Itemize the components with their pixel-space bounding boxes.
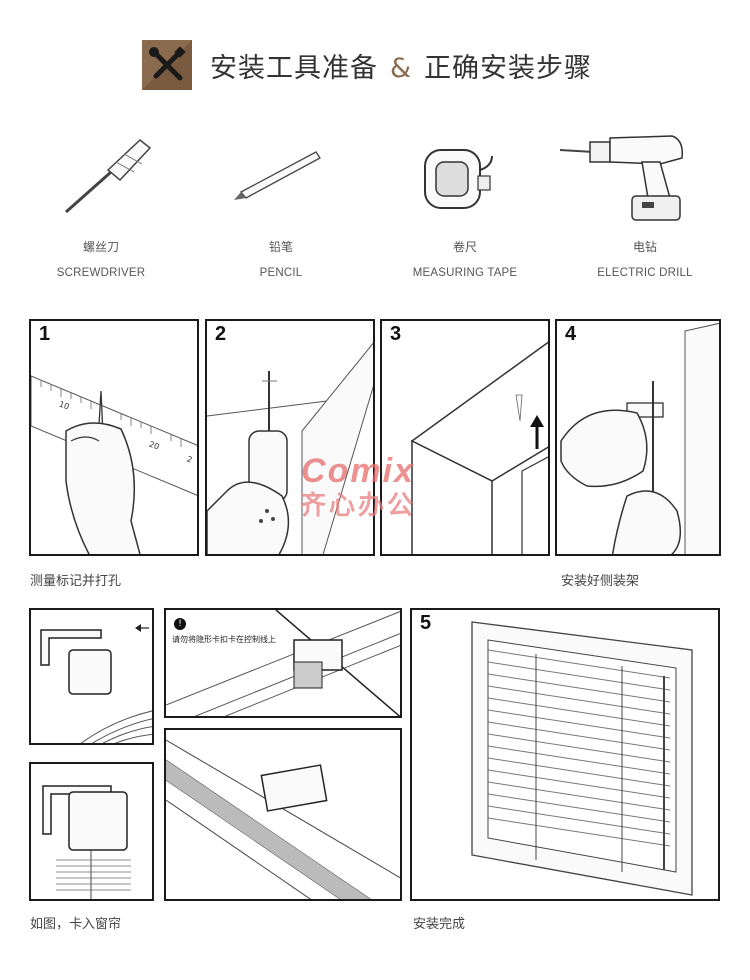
finished-blind-illustration — [471, 621, 693, 896]
step-number: 2 — [215, 323, 227, 345]
watermark-sub: 齐心办公 — [300, 491, 417, 521]
caption-clip: 如图，卡入窗帘 — [30, 917, 122, 932]
clip-rail-illustration — [166, 610, 400, 716]
tool-name-en: MEASURING TAPE — [412, 267, 518, 279]
watermark-logo: Comix 齐心办公 — [300, 452, 416, 522]
bracket-screw-illustration — [560, 322, 719, 554]
clip-front-view-panel — [29, 762, 154, 901]
caption-done: 安装完成 — [413, 917, 466, 932]
clip-side-view-panel — [29, 608, 154, 745]
title-left: 安装工具准备 — [210, 53, 378, 84]
warning-icon: ! — [174, 618, 186, 630]
drilling-illustration — [207, 342, 373, 554]
page-title: 安装工具准备&正确安装步骤 — [210, 46, 592, 85]
tool-name-cn: 电钻 — [632, 240, 657, 254]
tool-name-cn: 铅笔 — [268, 240, 293, 254]
clip-warning-panel: ! 请勿将隐形卡扣卡在控制线上 — [164, 608, 402, 718]
pencil-icon — [196, 130, 366, 230]
warning-text: 请勿将隐形卡扣卡在控制线上 — [172, 635, 276, 644]
tool-name-en: SCREWDRIVER — [56, 267, 146, 279]
tool-name-cn: 螺丝刀 — [82, 240, 119, 254]
tool-screwdriver: 螺丝刀 SCREWDRIVER — [16, 130, 186, 279]
tool-name-en: ELECTRIC DRILL — [597, 267, 693, 279]
title-amp: & — [390, 53, 413, 84]
step-5-panel: 5 — [410, 608, 720, 901]
step-number: 5 — [420, 612, 432, 634]
tools-badge-icon — [142, 40, 192, 90]
clip-front-illustration — [42, 785, 131, 899]
title-right: 正确安装步骤 — [424, 53, 593, 84]
tool-electric-drill: 电钻 ELECTRIC DRILL — [559, 130, 730, 279]
tool-pencil: 铅笔 PENCIL — [196, 130, 366, 279]
clip-rail-detail-panel — [164, 728, 402, 901]
step-3-panel: 3 — [380, 319, 550, 556]
step-4-panel: 4 — [555, 319, 721, 556]
tool-name-en: PENCIL — [259, 267, 303, 279]
step-number: 1 — [39, 323, 51, 345]
tool-measuring-tape: 卷尺 MEASURING TAPE — [380, 130, 550, 279]
measuring-tape-icon — [380, 130, 550, 230]
tool-name-cn: 卷尺 — [452, 240, 477, 254]
clip-side-illustration — [40, 624, 152, 743]
step-number: 4 — [565, 323, 577, 345]
step-1-panel: 1 10 20 2 — [29, 319, 199, 556]
measure-mark-illustration — [31, 375, 197, 554]
watermark-brand: Comix — [301, 452, 415, 490]
caption-bracket: 安装好侧装架 — [561, 574, 640, 589]
electric-drill-icon — [559, 130, 730, 230]
rail-detail-illustration — [166, 739, 400, 899]
step-2-panel: 2 — [205, 319, 375, 556]
wall-anchor-illustration — [410, 341, 548, 554]
caption-measure: 测量标记并打孔 — [30, 574, 122, 589]
step-number: 3 — [390, 323, 402, 345]
screwdriver-icon — [16, 130, 186, 230]
